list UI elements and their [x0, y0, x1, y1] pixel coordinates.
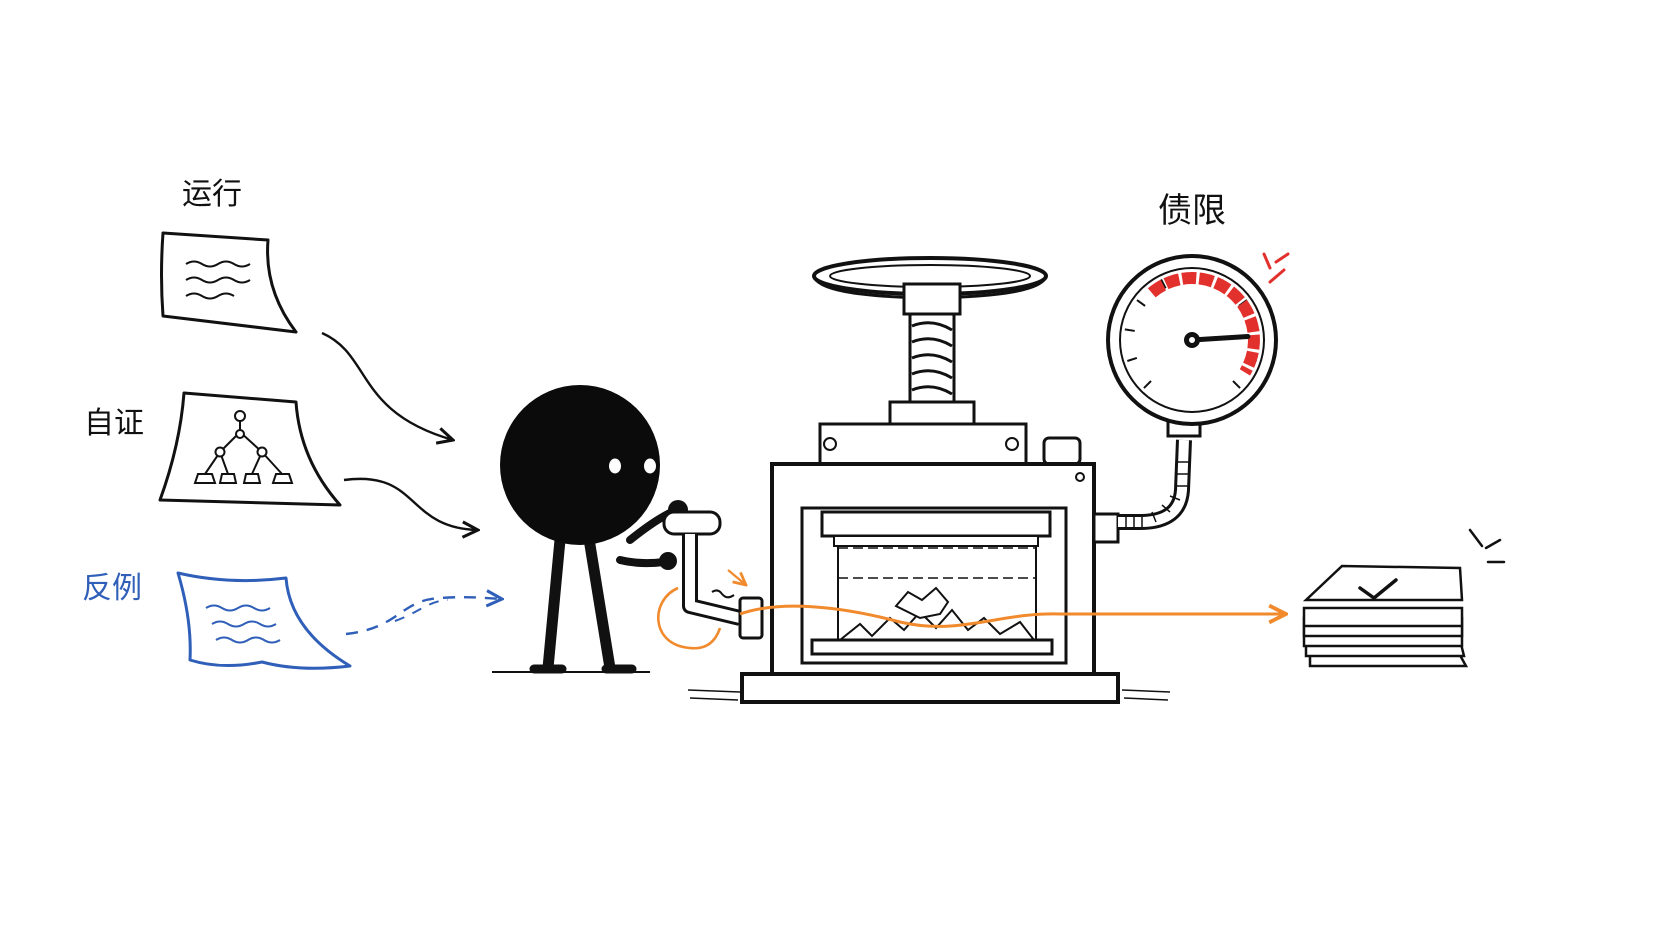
run-document-icon [160, 231, 298, 334]
run-label: 运行 [182, 177, 242, 212]
screw-press-icon [687, 256, 1171, 704]
gauge-tick [1127, 356, 1138, 362]
gauge-tick [1160, 278, 1167, 289]
check-mark-icon [1358, 578, 1398, 600]
operator-figure-icon [492, 385, 688, 674]
self-proof-label: 自证 [84, 406, 144, 441]
gauge-tick [1143, 380, 1152, 389]
checked-paper-stack-icon [1302, 528, 1506, 668]
rotation-arrow [657, 586, 722, 650]
gauge-tick [1232, 380, 1241, 389]
counterexample-label: 反例 [82, 571, 142, 606]
gauge-tick [1136, 299, 1146, 307]
pressure-gauge-icon [1106, 252, 1290, 530]
proof-document-icon [158, 391, 342, 507]
counterexample-arrow [345, 597, 502, 636]
debt-limit-label: 债限 [1158, 191, 1226, 231]
process-flow-arrow [739, 606, 1286, 628]
gauge-tick [1124, 328, 1135, 332]
proof-arrow [343, 477, 478, 530]
run-arrow [321, 331, 453, 440]
gauge-needle [1189, 333, 1251, 343]
gauge-red-zone [1147, 272, 1260, 376]
counterexample-document-icon [176, 571, 352, 670]
crank-handle-icon [662, 510, 764, 640]
